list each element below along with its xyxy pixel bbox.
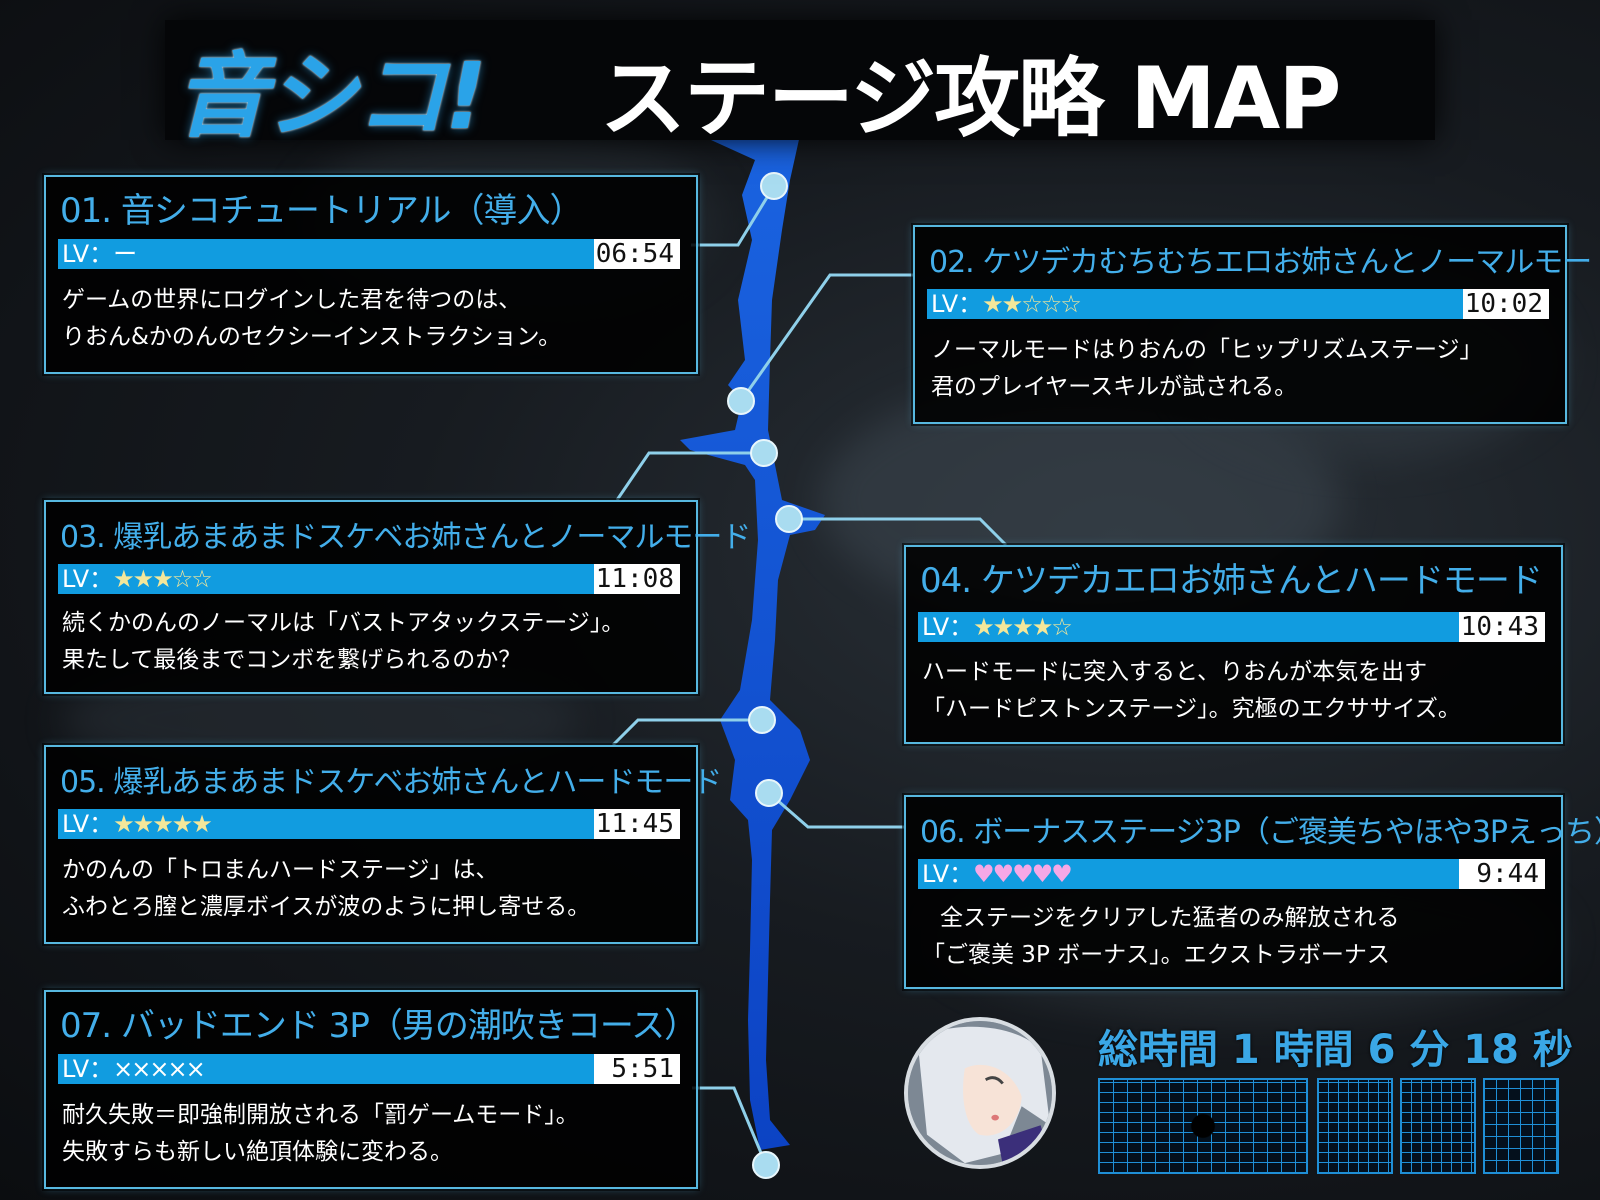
stage-card-07[interactable]: 07. バッドエンド 3P（男の潮吹きコース） LV：××××× 5:51 耐久… [44,990,698,1189]
level-bar: LV：★★★★★ 11:45 [58,809,680,839]
duration-badge: 10:02 [1463,289,1549,319]
level-bar: LV：××××× 5:51 [58,1054,680,1084]
stage-card-05[interactable]: 05. 爆乳あまあまドスケベお姉さんとハードモード LV：★★★★★ 11:45… [44,745,722,944]
stage-description-line: 「ハードピストンステージ」。究極のエクササイズ。 [922,696,1461,722]
stage-node [760,172,788,200]
stage-description-line: ゲームの世界にログインした君を待つのは、 [62,287,522,313]
level-label: LV： [931,290,983,318]
level-label: LV： [922,860,974,888]
stage-title: 07. バッドエンド 3P（男の潮吹きコース） [60,1006,698,1046]
stage-title: 06. ボーナスステージ3P（ご褒美ちやほや3Pえっち） [920,815,1600,850]
stage-description-line: りおん&かのんのセクシーインストラクション。 [62,324,562,350]
stage-description-line: かのんの「トロまんハードステージ」は、 [62,857,499,883]
title-bar [165,20,1435,140]
total-time: 総時間 1 時間 6 分 18 秒 [1098,1027,1573,1073]
tunnel-graphic [1098,1078,1308,1174]
level-bar: LV：★★★☆☆ 11:08 [58,564,680,594]
stage-card-04[interactable]: 04. ケツデカエロお姉さんとハードモード LV：★★★★☆ 10:43 ハード… [904,545,1563,744]
level-label: LV： [922,613,974,641]
stage-title: 05. 爆乳あまあまドスケベお姉さんとハードモード [60,765,722,800]
connector-line [611,718,762,747]
stage-description-line: 失敗すらも新しい絶頂体験に変わる。 [62,1139,453,1165]
connector-line [615,451,764,501]
connector-line [691,185,776,247]
stage-title: 03. 爆乳あまあまドスケベお姉さんとノーマルモード [60,520,751,555]
level-rating: ★★★★★ [113,810,213,838]
stage-node [727,387,755,415]
connector-line [768,791,904,829]
level-rating: ★★☆☆☆ [982,290,1082,318]
stage-card-03[interactable]: 03. 爆乳あまあまドスケベお姉さんとノーマルモード LV：★★★☆☆ 11:0… [44,500,751,694]
stage-card-06[interactable]: 06. ボーナスステージ3P（ご褒美ちやほや3Pえっち） LV：♥♥♥♥♥ 9:… [904,795,1600,989]
duration-badge: 11:45 [594,809,680,839]
level-bar: LV：ー 06:54 [58,239,680,269]
level-label: LV： [62,565,114,593]
character-avatar [904,1017,1056,1169]
tunnel-graphic [1400,1078,1476,1174]
connector-line [789,517,1008,547]
level-bar: LV：♥♥♥♥♥ 9:44 [918,859,1545,889]
connector-line [692,1086,768,1166]
portrait-face [963,1064,1022,1136]
tunnel-graphic [1317,1078,1393,1174]
page-title: ステージ攻略 MAP [600,49,1341,149]
stage-description-line: 続くかのんのノーマルは「バストアタックステージ」。 [62,610,625,636]
level-indicator: LV：★★★★☆ [922,612,1073,642]
stage-description-line: 「ご褒美 3P ボーナス」。エクストラボーナス [922,942,1390,968]
level-rating: ××××× [113,1055,206,1083]
portrait-mouth [991,1114,999,1121]
level-rating: ★★★☆☆ [113,565,213,593]
stage-description-line: 全ステージをクリアした猛者のみ解放される [940,905,1400,931]
stage-title: 02. ケツデカむちむちエロお姉さんとノーマルモード [929,245,1600,280]
stage-description-line: 君のプレイヤースキルが試される。 [931,374,1298,400]
connector-line [739,273,913,402]
portrait-eye [984,1076,1004,1085]
level-rating: ♥♥♥♥♥ [973,860,1073,888]
level-bar: LV：★★☆☆☆ 10:02 [927,289,1549,319]
stage-node [775,505,803,533]
level-label: LV： [62,1055,114,1083]
duration-badge: 9:44 [1459,859,1545,889]
stage-node [752,1151,780,1179]
river-shape [680,135,825,1150]
level-label: LV： [62,240,114,268]
level-rating: ー [113,240,137,268]
duration-badge: 11:08 [594,564,680,594]
stage-description-line: ハードモードに突入すると、りおんが本気を出す [922,659,1428,685]
level-bar: LV：★★★★☆ 10:43 [918,612,1545,642]
level-indicator: LV：★★★★★ [62,809,213,839]
duration-badge: 5:51 [594,1054,680,1084]
connector-lines [611,185,1008,1166]
stage-node [750,439,778,467]
stage-card-02[interactable]: 02. ケツデカむちむちエロお姉さんとノーマルモード LV：★★☆☆☆ 10:0… [913,225,1600,424]
stage-node [748,706,776,734]
level-indicator: LV：★★★☆☆ [62,564,213,594]
stage-card-01[interactable]: 01. 音シコチュートリアル（導入） LV：ー 06:54 ゲームの世界にログイ… [44,175,698,374]
stage-description-line: 果たして最後までコンボを繋げられるのか？ [62,647,522,673]
stage-description-line: ノーマルモードはりおんの「ヒップリズムステージ」 [931,337,1483,363]
stage-nodes [727,172,803,1179]
level-label: LV： [62,810,114,838]
level-rating: ★★★★☆ [973,613,1073,641]
stage-title: 04. ケツデカエロお姉さんとハードモード [920,561,1543,601]
duration-badge: 10:43 [1459,612,1545,642]
level-indicator: LV：××××× [62,1054,206,1084]
grid-graphic [1483,1078,1559,1174]
title-logo: 音シコ! [175,43,487,150]
duration-badge: 06:54 [594,239,680,269]
stage-node [755,779,783,807]
level-indicator: LV：★★☆☆☆ [931,289,1082,319]
character-portrait-image [908,1021,1052,1165]
stage-description-line: 耐久失敗＝即強制開放される「罰ゲームモード」。 [62,1102,579,1128]
level-indicator: LV：♥♥♥♥♥ [922,859,1073,889]
stage-title: 01. 音シコチュートリアル（導入） [60,191,584,231]
level-indicator: LV：ー [62,239,137,269]
stage-description-line: ふわとろ膣と濃厚ボイスが波のように押し寄せる。 [62,894,591,920]
